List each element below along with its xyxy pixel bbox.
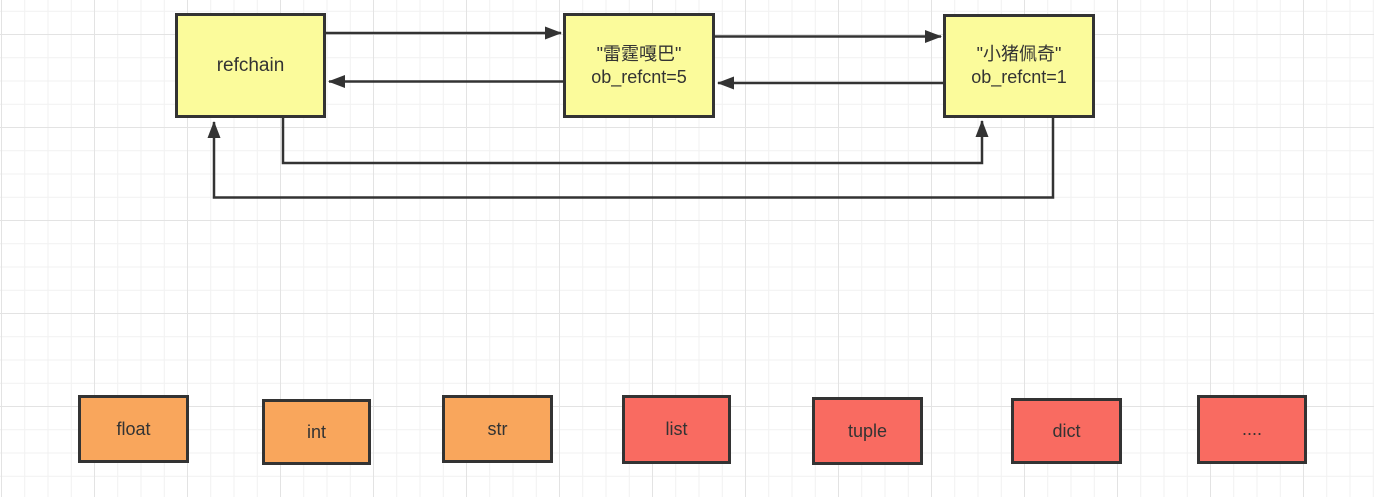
type-box-float-label: float	[116, 418, 151, 439]
type-box-int-label: int	[306, 421, 326, 442]
type-box-int[interactable]: int	[262, 399, 371, 465]
node-obj2[interactable]: "小猪佩奇" ob_refcnt=1	[943, 14, 1095, 118]
type-box-str-label: str	[487, 418, 508, 439]
node-obj1-refcnt: ob_refcnt=5	[591, 66, 687, 87]
type-box-list[interactable]: list	[622, 395, 731, 464]
type-box-dict[interactable]: dict	[1011, 398, 1122, 464]
node-obj2-value: "小猪佩奇"	[976, 44, 1062, 64]
node-refchain-label: refchain	[216, 55, 285, 76]
type-box-ellipsis[interactable]: ....	[1197, 395, 1307, 464]
type-box-float[interactable]: float	[78, 395, 189, 463]
node-obj2-refcnt: ob_refcnt=1	[971, 67, 1067, 87]
node-obj1[interactable]: "雷霆嘎巴" ob_refcnt=5	[563, 13, 715, 118]
node-refchain[interactable]: refchain	[175, 13, 326, 118]
type-box-tuple-label: tuple	[847, 420, 888, 441]
type-box-ellipsis-label: ....	[1241, 419, 1262, 439]
type-box-str[interactable]: str	[442, 395, 553, 463]
type-box-dict-label: dict	[1052, 420, 1081, 441]
node-obj1-value: "雷霆嘎巴"	[596, 43, 682, 64]
arrow-refchain-bottom-to-obj2	[281, 117, 989, 165]
type-box-tuple[interactable]: tuple	[812, 397, 923, 465]
arrow-obj2-bottom-to-refchain	[207, 117, 1055, 199]
type-box-list-label: list	[665, 419, 688, 439]
